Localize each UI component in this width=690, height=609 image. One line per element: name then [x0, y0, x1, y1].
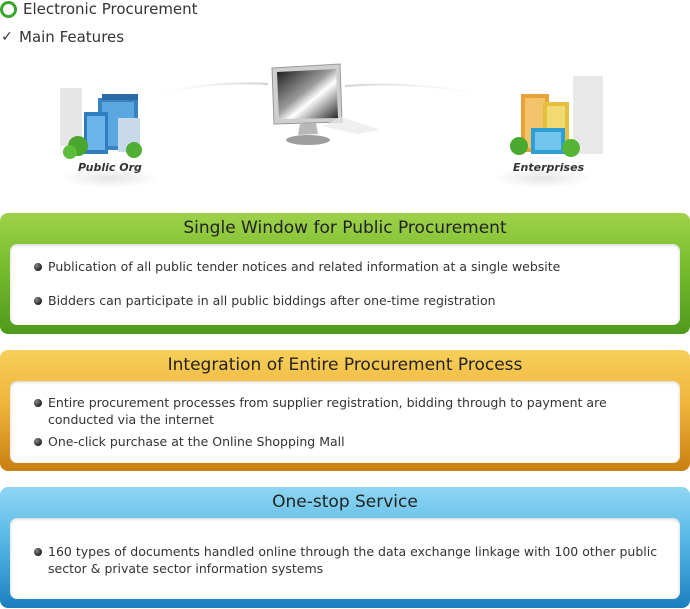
panel-title: Integration of Entire Procurement Proces…	[167, 355, 523, 375]
connection-arcs	[139, 82, 501, 101]
list-item-text: 160 types of documents handled online th…	[48, 544, 658, 576]
bullet-icon	[34, 263, 42, 271]
panel-body: Entire procurement processes from suppli…	[10, 381, 680, 463]
computer-node	[262, 62, 382, 157]
subsection-heading: ✓ Main Features	[0, 28, 124, 46]
public-org-base	[60, 168, 160, 188]
list-item: Bidders can participate in all public bi…	[34, 292, 670, 309]
panel-body: Publication of all public tender notices…	[10, 244, 680, 325]
enterprises-label: Enterprises	[513, 161, 585, 174]
list-item-text: Bidders can participate in all public bi…	[48, 293, 496, 308]
enterprises-buildings-icon	[510, 76, 603, 157]
bullet-icon	[34, 297, 42, 305]
panel-title: Single Window for Public Procurement	[183, 218, 507, 238]
list-item: One-click purchase at the Online Shoppin…	[34, 433, 670, 450]
list-item-text: Entire procurement processes from suppli…	[48, 395, 607, 427]
list-item: Entire procurement processes from suppli…	[34, 394, 670, 428]
panel-integration: Integration of Entire Procurement Proces…	[0, 350, 690, 471]
checkmark-icon: ✓	[1, 29, 13, 45]
subsection-heading-text: Main Features	[19, 28, 125, 46]
list-item: 160 types of documents handled online th…	[34, 543, 670, 577]
list-item-text: One-click purchase at the Online Shoppin…	[48, 434, 345, 449]
public-org-label: Public Org	[78, 161, 142, 174]
section-heading: Electronic Procurement	[0, 0, 198, 18]
monitor-icon	[271, 63, 380, 145]
public-org-buildings-icon	[60, 88, 142, 159]
list-item-text: Publication of all public tender notices…	[48, 259, 561, 274]
bullet-icon	[34, 438, 42, 446]
list-item: Publication of all public tender notices…	[34, 258, 670, 275]
bullet-icon	[34, 399, 42, 407]
panel-one-stop: One-stop Service 160 types of documents …	[0, 487, 690, 608]
section-heading-text: Electronic Procurement	[23, 0, 198, 18]
green-circle-bullet-icon	[0, 0, 17, 18]
panel-body: 160 types of documents handled online th…	[10, 518, 680, 599]
panel-single-window: Single Window for Public Procurement Pub…	[0, 213, 690, 334]
enterprises-base	[493, 168, 593, 188]
public-org-node: Public Org	[48, 78, 168, 193]
panel-title: One-stop Service	[272, 492, 418, 512]
enterprises-node: Enterprises	[485, 76, 615, 191]
procurement-diagram: Public Org	[0, 58, 690, 193]
bullet-icon	[34, 548, 42, 556]
